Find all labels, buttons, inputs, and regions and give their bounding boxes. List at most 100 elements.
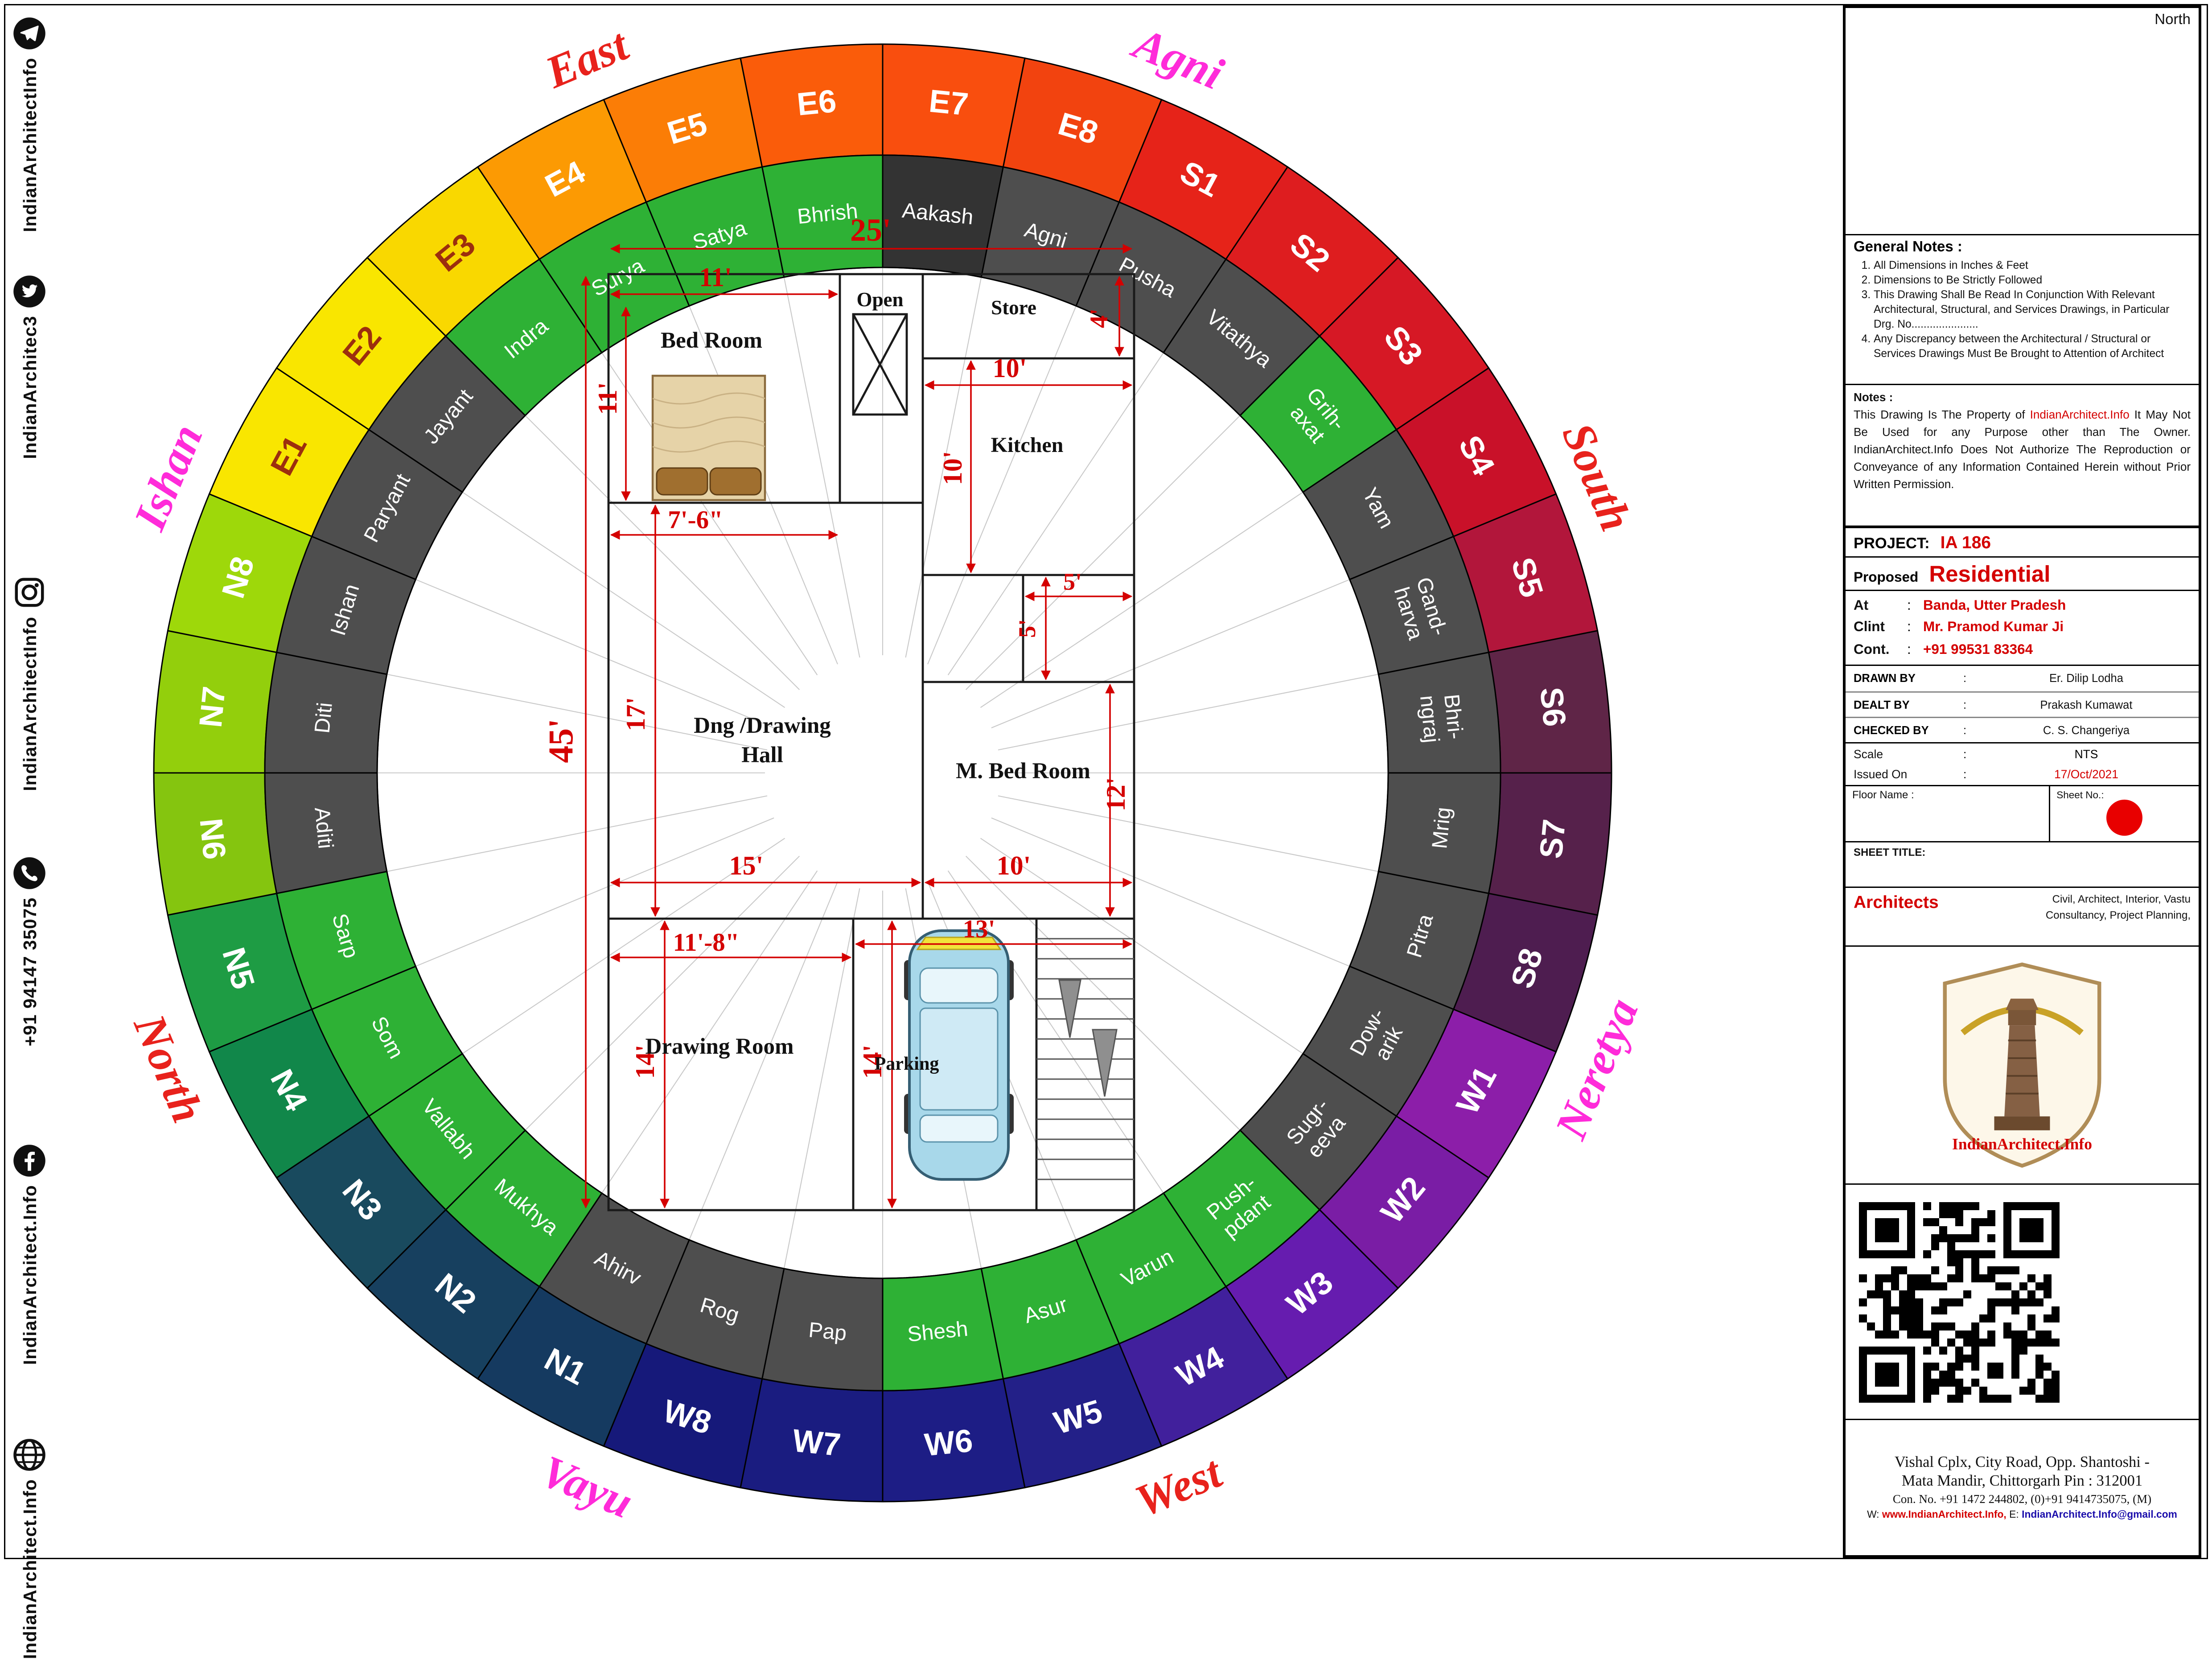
deity-label-N7: Diti [310,701,337,734]
contact-line: Con. No. +91 1472 244802, (0)+91 9414735… [1892,1492,2152,1506]
dealt-by-row: DEALT BY: Prakash Kumawat [1846,691,2199,717]
architects-section: Architects Civil, Architect, Interior, V… [1846,888,2199,947]
dealt-by-label: DEALT BY [1854,698,1910,711]
segment-label-E7: E7 [927,83,970,123]
web-label: W: [1867,1508,1879,1520]
social-facebook[interactable]: IndianArchitect.Info [9,1143,49,1365]
deity-label-S3: Grih-axat [1283,383,1350,450]
social-twitter[interactable]: IndianArchitec3 [9,274,49,459]
firm-logo: IndianArchitect.Info [1943,961,2101,1167]
general-note: Dimensions to Be Strictly Followed [1874,273,2191,287]
segment-label-S6: S6 [1533,686,1572,728]
proposed-row: Proposed Residential [1846,558,2199,591]
vastu-chakra: E1ParyantE2JayantE3IndraE4SuryaE5SatyaE6… [124,17,1648,1528]
project-label: PROJECT: [1854,536,1930,552]
sheet-no-label: Sheet No.: [2056,789,2104,801]
social-phone[interactable]: +91 94147 35075 [9,856,49,1046]
project-number: IA 186 [1940,532,1991,552]
issued-row: Issued On: 17/Oct/2021 [1854,764,2191,784]
direction-label-west: West [1128,1446,1229,1527]
project-row: PROJECT: IA 186 [1846,527,2199,558]
address-footer: Vishal Cplx, City Road, Opp. Shantoshi -… [1846,1420,2199,1555]
notes-section: Notes : This Drawing Is The Property of … [1846,385,2199,527]
address-line-1: Vishal Cplx, City Road, Opp. Shantoshi - [1894,1455,2150,1471]
deity-label-W6: Shesh [906,1317,969,1347]
qr-code [1859,1201,2060,1402]
telegram-icon [12,16,47,51]
proposed-label: Proposed [1854,570,1919,586]
sheet-number-marker [2107,799,2143,835]
social-instagram[interactable]: IndianArchitectInfo [9,575,49,791]
instagram-icon [12,575,47,610]
qr-section [1846,1185,2199,1420]
direction-label-east: East [538,19,636,98]
logo-section: IndianArchitect.Info [1846,947,2199,1185]
email-value[interactable]: IndianArchitect.Info@gmail.com [2022,1508,2177,1520]
checked-by-label: CHECKED BY [1854,723,1929,737]
social-handle: +91 94147 35075 [19,897,40,1047]
general-note: This Drawing Shall Be Read In Conjunctio… [1874,287,2191,332]
deity-label-W7: Pap [807,1318,847,1345]
general-note: All Dimensions in Inches & Feet [1874,258,2191,273]
north-arrow-box: North [1846,8,2199,235]
drawing-sheet: IndianArchitectInfo IndianArchitec3 Indi… [0,0,2212,1564]
social-handle: IndianArchitectInfo [19,57,40,232]
contact-label: Cont. [1854,641,1890,658]
client-value: Mr. Pramod Kumar Ji [1923,620,2064,636]
client-label: Clint [1854,620,1885,636]
logo-text: IndianArchitect.Info [1952,1134,2092,1152]
sheet-title-label: SHEET TITLE: [1854,846,1926,858]
www-icon [12,1437,47,1472]
web-email-line: W: www.IndianArchitect.Info, E: IndianAr… [1851,1508,2193,1520]
sheet-title-section: SHEET TITLE: [1846,842,2199,888]
direction-label-agni: Agni [1124,17,1230,99]
location-row: At: Banda, Utter Pradesh [1854,598,2191,614]
issued-label: Issued On [1854,767,1908,781]
scale-label: Scale [1854,747,1883,761]
contact-value: +91 99531 83364 [1923,641,2033,658]
floor-name-label: Floor Name : [1852,789,1914,801]
social-website[interactable]: IndianArchitect.Info [9,1437,49,1659]
email-label: E: [2009,1508,2019,1520]
social-handle: IndianArchitec3 [19,316,40,459]
checked-by-row: CHECKED BY: C. S. Changeriya [1846,716,2199,742]
address-line-2: Mata Mandir, Chittorgarh Pin : 312001 [1901,1474,2143,1490]
general-note: Any Discrepancy between the Architectura… [1874,332,2191,361]
contact-row: Cont.: +91 99531 83364 [1854,641,2191,657]
checked-by-value: C. S. Changeriya [2043,723,2130,737]
deity-segment-N8 [275,535,417,675]
scale-section: Scale: NTS Issued On: 17/Oct/2021 [1846,743,2199,786]
direction-label-vayu: Vayu [534,1446,640,1528]
north-label: North [2154,12,2191,28]
social-handle: IndianArchitectInfo [19,616,40,791]
credits-table: DRAWN BY: Er. Dilip Lodha DEALT BY: Prak… [1846,666,2199,743]
deity-label-N6: Aditi [310,806,337,850]
notes-brand: IndianArchitect.Info [2030,408,2130,422]
sheet-no-cell: Sheet No.: [2050,786,2199,841]
drawn-by-label: DRAWN BY [1854,672,1916,686]
general-notes-section: General Notes : All Dimensions in Inches… [1846,235,2199,385]
at-label: At [1854,598,1869,614]
client-row: Clint: Mr. Pramod Kumar Ji [1854,620,2191,636]
segment-label-W6: W6 [923,1423,974,1463]
facebook-icon [12,1143,47,1178]
notes-text: This Drawing Is The Property of [1854,408,2030,422]
issued-value: 17/Oct/2021 [2054,767,2118,781]
at-value: Banda, Utter Pradesh [1923,598,2066,614]
general-notes-list: All Dimensions in Inches & Feet Dimensio… [1854,258,2191,361]
social-handle: IndianArchitect.Info [19,1185,40,1365]
segment-label-N6: N6 [193,817,232,861]
notes-title: Notes : [1854,390,1893,404]
drawn-by-row: DRAWN BY: Er. Dilip Lodha [1846,666,2199,691]
segment-label-E6: E6 [795,83,838,123]
deity-label-S6: Bhri-ngraj [1415,692,1468,744]
web-value[interactable]: www.IndianArchitect.Info, [1882,1508,2006,1520]
title-block: North General Notes : All Dimensions in … [1843,5,2201,1558]
phone-icon [12,856,47,891]
social-telegram[interactable]: IndianArchitectInfo [9,16,49,232]
twitter-icon [12,274,47,309]
deity-label-S7: Mrig [1428,806,1455,850]
drawn-by-value: Er. Dilip Lodha [2049,672,2123,686]
dealt-by-value: Prakash Kumawat [2040,698,2133,711]
general-notes-title: General Notes : [1854,239,1962,255]
